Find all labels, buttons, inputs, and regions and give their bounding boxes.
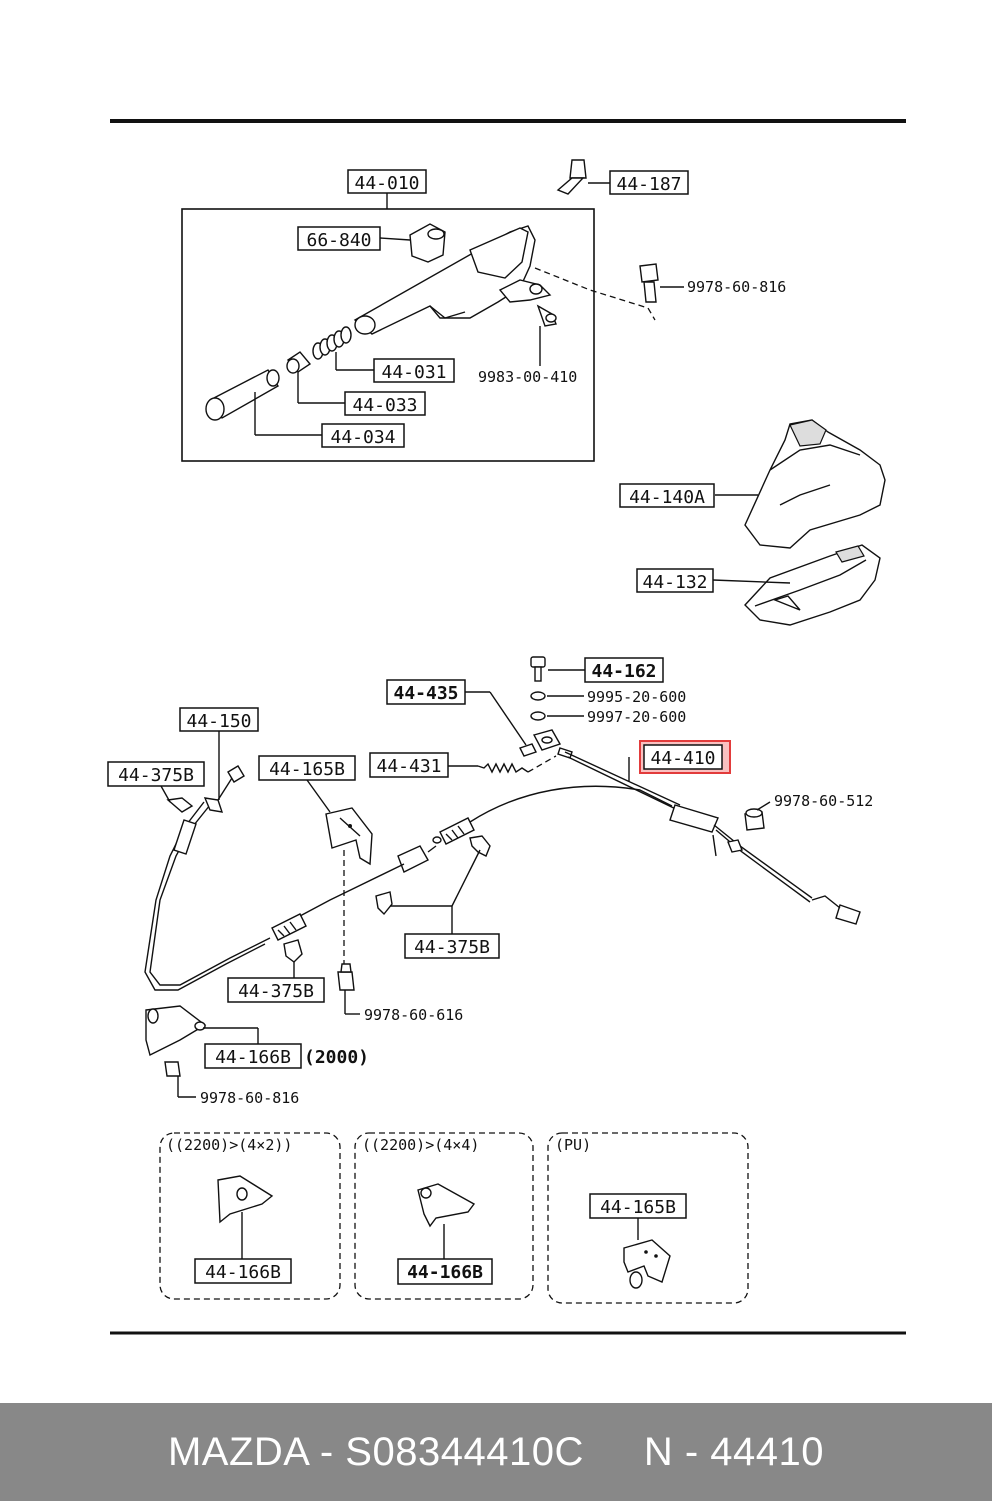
callout-44-166B: 44-166B — [215, 1047, 291, 1068]
inset-4x2-part: 44-166B — [205, 1262, 281, 1283]
callout-44-162: 44-162 — [591, 661, 656, 682]
rod-icon — [286, 351, 312, 374]
rear-cable-icon — [564, 751, 861, 925]
callout-9995-20-600: 9995-20-600 — [587, 688, 686, 706]
front-long-cable-line — [149, 804, 271, 986]
footer-reference: N - 44410 — [643, 1429, 825, 1474]
callout-9978-60-616: 9978-60-616 — [364, 1006, 463, 1024]
callout-44-031: 44-031 — [381, 362, 446, 383]
inset-pu: (PU) 44-165B — [547, 1132, 749, 1304]
footer-part-number: MAZDA - S08344410C — [167, 1429, 584, 1474]
return-spring-icon — [477, 762, 529, 774]
callout-44-410: 44-410 — [650, 748, 715, 769]
bracket-44-166B-icon — [145, 1005, 207, 1057]
inset-4x2-title: ((2200)>(4×2)) — [166, 1136, 292, 1154]
callout-44-033: 44-033 — [352, 395, 417, 416]
callout-44-034: 44-034 — [330, 427, 395, 448]
callout-44-140A: 44-140A — [629, 487, 705, 508]
callout-44-375B-left: 44-375B — [118, 765, 194, 786]
footer-bar: MAZDA - S08344410C N - 44410 — [0, 1403, 992, 1501]
callout-9978-60-816-bottom: 9978-60-816 — [200, 1089, 299, 1107]
bolt-9978-60-616-icon — [337, 963, 355, 991]
callout-44-132: 44-132 — [642, 572, 707, 593]
bolt-44-162-icon — [530, 656, 546, 721]
front-cable-line — [469, 785, 673, 823]
callout-44-010: 44-010 — [354, 173, 419, 194]
bolt-9978-60-512-icon — [744, 808, 765, 831]
bolt-icon-2 — [639, 263, 659, 303]
inset-4x2: ((2200)>(4×2)) 44-166B — [159, 1132, 341, 1300]
callout-44-150: 44-150 — [186, 711, 251, 732]
callout-9978-60-512: 9978-60-512 — [774, 792, 873, 810]
lever-assembly-frame — [181, 208, 595, 462]
clip-icon-right — [469, 835, 491, 857]
callout-44-431: 44-431 — [376, 756, 441, 777]
console-icon — [744, 544, 881, 626]
inset-pu-part: 44-165B — [600, 1197, 676, 1218]
spring-icon — [312, 326, 352, 360]
equalizer-icon — [519, 729, 573, 759]
grip-icon — [205, 369, 280, 421]
clip-icon-mid — [375, 891, 393, 916]
bolt-icon — [556, 159, 587, 195]
parking-lever-icon — [353, 225, 552, 335]
callout-66-840: 66-840 — [306, 230, 371, 251]
callout-44-187: 44-187 — [616, 174, 681, 195]
boot-icon — [744, 419, 886, 549]
callout-2000: (2000) — [304, 1047, 369, 1068]
cable-adjuster-icon-2 — [271, 913, 307, 941]
callout-44-375B-bottom: 44-375B — [238, 981, 314, 1002]
bolt-9978-60-816-bottom-icon — [164, 1061, 181, 1077]
inset-4x4-part: 44-166B — [407, 1262, 483, 1283]
callout-9978-60-816-top: 9978-60-816 — [687, 278, 786, 296]
cable-adjuster-icon — [432, 817, 475, 845]
callout-44-165B: 44-165B — [269, 759, 345, 780]
callout-9983-00-410: 9983-00-410 — [478, 368, 577, 386]
parts-diagram: 44-010 44-187 66-840 9978-60-816 44-031 … — [107, 119, 906, 1335]
clip-icon-left — [166, 797, 194, 813]
callout-44-435: 44-435 — [393, 683, 458, 704]
inset-4x4-title: ((2200)>(4×4) — [362, 1136, 479, 1154]
screw-icon — [536, 304, 557, 327]
clip-icon-low — [283, 939, 303, 963]
callout-9997-20-600: 9997-20-600 — [587, 708, 686, 726]
callout-44-375B-right: 44-375B — [414, 937, 490, 958]
inset-4x4: ((2200)>(4×4) 44-166B — [354, 1132, 534, 1300]
release-button-icon — [409, 223, 446, 263]
bracket-44-165B-icon — [325, 807, 373, 866]
cable-guide-icon — [397, 845, 437, 873]
inset-pu-title: (PU) — [555, 1136, 591, 1154]
